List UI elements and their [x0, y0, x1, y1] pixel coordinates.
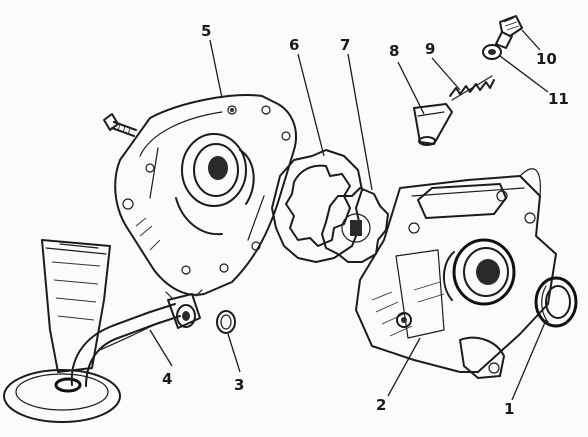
leader-10 [521, 29, 541, 51]
part-3-o-ring [216, 310, 236, 334]
callout-11: 11 [548, 90, 569, 108]
leader-4 [149, 329, 173, 367]
callout-7: 7 [340, 36, 350, 54]
callout-6: 6 [289, 36, 299, 54]
leader-7 [347, 53, 373, 191]
leader-2 [387, 337, 421, 397]
part-11-washer [482, 44, 502, 60]
callout-2: 2 [376, 396, 386, 414]
leader-lines [149, 29, 549, 401]
leader-1 [511, 319, 547, 401]
leader-8 [397, 61, 425, 115]
part-9-relief-spring [449, 75, 495, 101]
leader-6 [297, 53, 325, 157]
part-6-outer-rotor [271, 149, 363, 263]
part-1-seal-ring [534, 276, 578, 328]
part-7-inner-rotor [321, 187, 389, 263]
callout-1: 1 [504, 400, 514, 418]
mounting-bolt [103, 113, 137, 137]
part-10-plug-cap [495, 15, 523, 49]
part-4-oil-strainer-pickup [3, 239, 203, 423]
callout-labels: 5 6 7 8 9 10 11 4 3 2 1 [162, 22, 569, 418]
callout-8: 8 [389, 42, 399, 60]
callout-10: 10 [536, 50, 557, 68]
callout-3: 3 [234, 376, 244, 394]
part-8-relief-plunger [413, 103, 453, 146]
callout-9: 9 [425, 40, 435, 58]
callout-4: 4 [162, 370, 172, 388]
leader-11 [499, 55, 549, 93]
callout-5: 5 [201, 22, 211, 40]
leader-5 [209, 39, 223, 99]
leader-9 [431, 57, 461, 91]
leader-3 [227, 333, 241, 373]
part-5-pump-cover [114, 94, 297, 296]
part-2-pump-body [355, 168, 557, 379]
